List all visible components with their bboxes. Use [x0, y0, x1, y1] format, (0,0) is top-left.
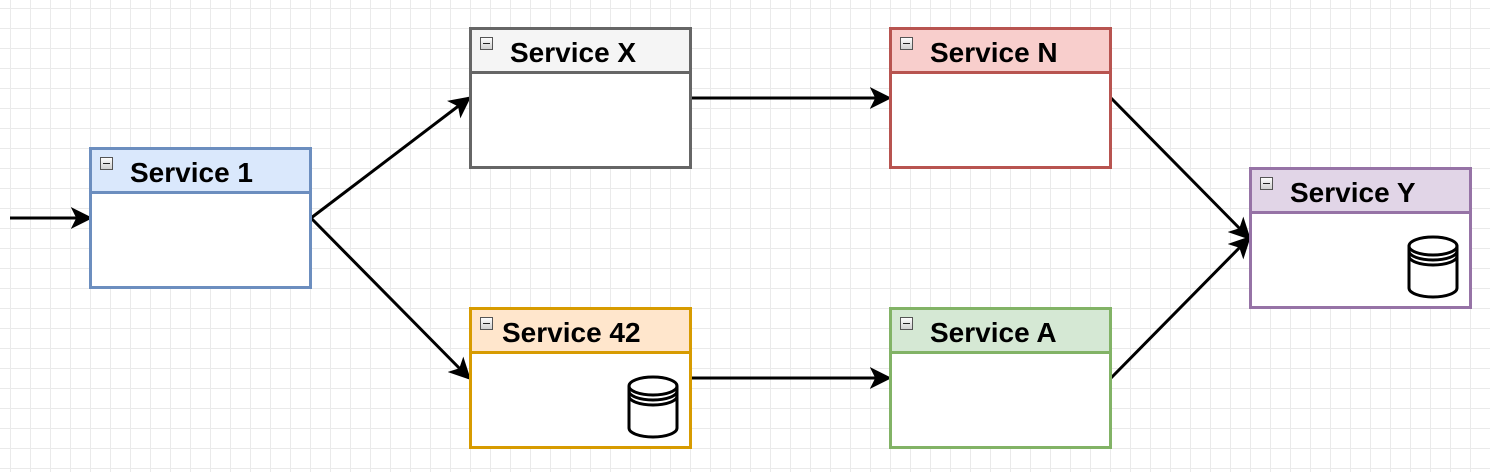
service-1-header[interactable]: Service 1: [92, 150, 309, 194]
collapse-icon[interactable]: [480, 37, 493, 50]
service-1-box[interactable]: Service 1: [89, 147, 312, 289]
service-x-header[interactable]: Service X: [472, 30, 689, 74]
database-icon: [1407, 235, 1459, 299]
service-1-title: Service 1: [130, 157, 253, 188]
service-n-box[interactable]: Service N: [889, 27, 1112, 169]
collapse-icon[interactable]: [900, 37, 913, 50]
edge-service-1-to-service-x[interactable]: [310, 96, 472, 220]
service-y-title: Service Y: [1290, 177, 1416, 208]
service-a-header[interactable]: Service A: [892, 310, 1109, 354]
edge-service-n-to-service-y[interactable]: [1109, 96, 1251, 240]
service-y-box[interactable]: Service Y: [1249, 167, 1472, 309]
service-n-header[interactable]: Service N: [892, 30, 1109, 74]
service-x-box[interactable]: Service X: [469, 27, 692, 169]
service-a-title: Service A: [930, 317, 1057, 348]
edge-service-a-to-service-y[interactable]: [1109, 236, 1251, 380]
database-icon: [627, 375, 679, 439]
edge-service-1-to-service-42[interactable]: [309, 216, 471, 380]
collapse-icon[interactable]: [480, 317, 493, 330]
service-42-title: Service 42: [502, 317, 641, 348]
collapse-icon[interactable]: [1260, 177, 1273, 190]
service-n-title: Service N: [930, 37, 1058, 68]
collapse-icon[interactable]: [900, 317, 913, 330]
service-y-header[interactable]: Service Y: [1252, 170, 1469, 214]
service-42-header[interactable]: Service 42: [472, 310, 689, 354]
service-42-box[interactable]: Service 42: [469, 307, 692, 449]
collapse-icon[interactable]: [100, 157, 113, 170]
service-a-box[interactable]: Service A: [889, 307, 1112, 449]
service-x-title: Service X: [510, 37, 637, 68]
